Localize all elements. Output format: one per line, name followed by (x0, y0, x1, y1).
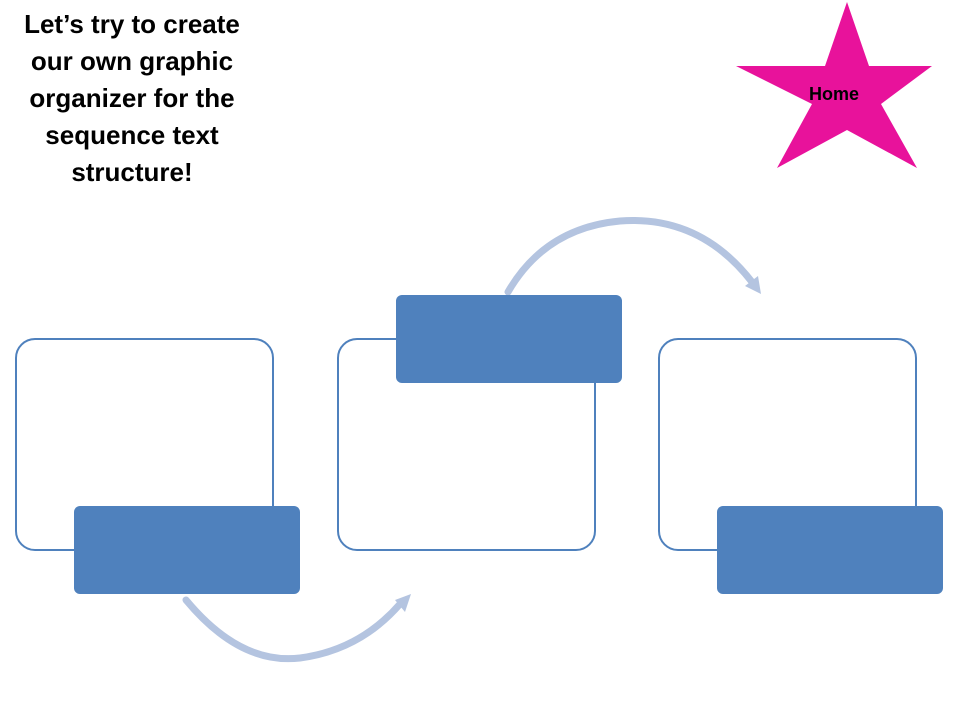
arrow-step2-to-step3 (504, 217, 761, 296)
step-2-text-box[interactable] (396, 295, 622, 383)
step-3-text-box[interactable] (717, 506, 943, 594)
page-title: Let’s try to create our own graphic orga… (24, 9, 240, 187)
home-button-label: Home (808, 84, 859, 104)
step-1-text-box[interactable] (74, 506, 300, 594)
star-icon (736, 2, 932, 168)
home-button[interactable]: Home (736, 0, 932, 170)
arrow-step1-to-step2 (182, 594, 411, 663)
